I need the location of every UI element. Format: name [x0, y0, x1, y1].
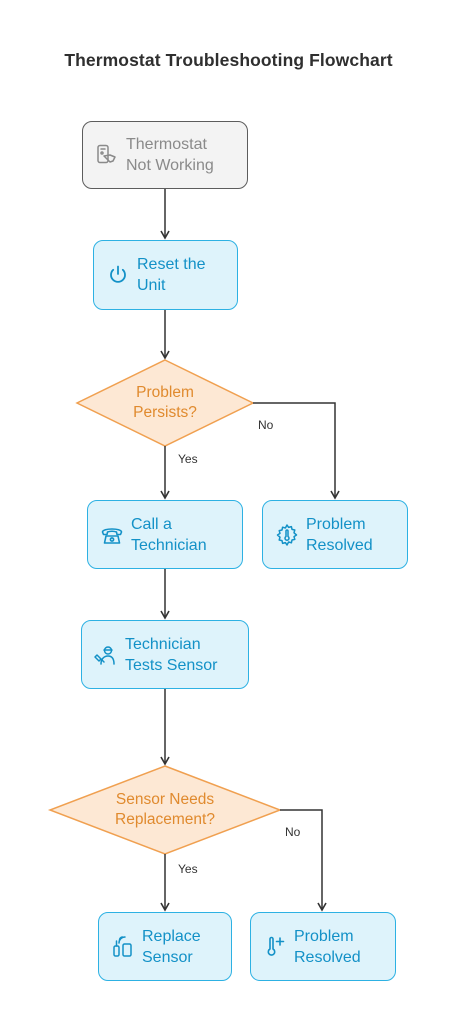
- power-icon: [110, 265, 126, 283]
- decision-problem-persists-label: Problem Persists?: [133, 384, 197, 421]
- process-node-problem-resolved-1: Problem Resolved: [262, 500, 408, 569]
- arrow-decision1-no: [253, 402, 340, 500]
- tech-tests-node-label: Technician Tests Sensor: [125, 635, 218, 674]
- reset-node-label: Reset the Unit: [137, 256, 206, 294]
- resolved2-node-label: Problem Resolved: [294, 927, 361, 966]
- start-node-label: Thermostat Not Working: [126, 136, 214, 174]
- edge-label-yes-1: Yes: [178, 452, 198, 466]
- edge-label-no-2: No: [285, 825, 301, 839]
- decision-sensor-replacement-label: Sensor Needs Replacement?: [115, 791, 215, 828]
- start-node-thermostat-not-working: Thermostat Not Working: [82, 121, 248, 189]
- process-node-technician-tests-sensor: Technician Tests Sensor: [81, 620, 249, 689]
- call-tech-node-label: Call a Technician: [131, 515, 207, 554]
- technician-icon: [94, 645, 115, 665]
- process-node-reset-unit: Reset the Unit: [93, 240, 238, 310]
- edge-label-no-1: No: [258, 418, 274, 432]
- thermometer-plus-icon: [267, 936, 285, 956]
- process-node-problem-resolved-2: Problem Resolved: [250, 912, 396, 981]
- process-node-call-technician: Call a Technician: [87, 500, 243, 569]
- page-title: Thermostat Troubleshooting Flowchart: [64, 50, 393, 70]
- replace-node-label: Replace Sensor: [142, 927, 201, 966]
- resolved1-node-label: Problem Resolved: [306, 515, 373, 554]
- arrow-decision2-no: [280, 809, 327, 912]
- telephone-icon: [101, 527, 123, 544]
- edge-label-yes-2: Yes: [178, 862, 198, 876]
- sensor-device-icon: [113, 935, 132, 957]
- thermostat-remote-icon: [97, 144, 116, 164]
- gear-thermometer-icon: [276, 523, 298, 546]
- process-node-replace-sensor: Replace Sensor: [98, 912, 232, 981]
